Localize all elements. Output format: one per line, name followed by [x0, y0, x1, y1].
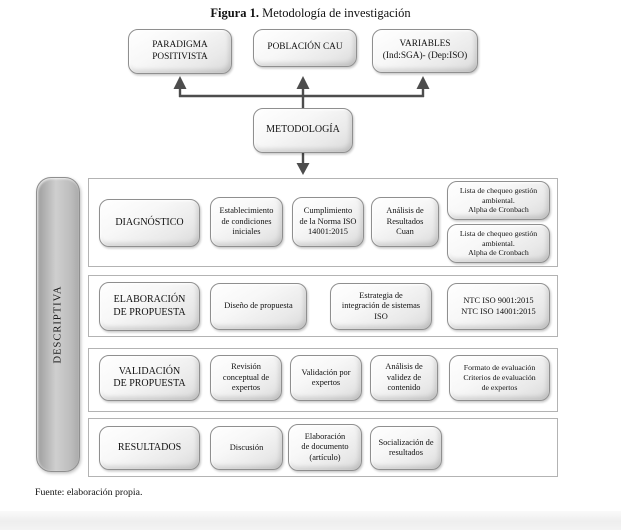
flow-box-diseno-propuesta: Diseño de propuesta [210, 283, 307, 330]
flow-box-lista-chequeo-1: Lista de chequeo gestión ambiental. Alph… [447, 181, 550, 220]
flow-box-cumplimiento: Cumplimiento de la Norma ISO 14001:2015 [292, 197, 364, 247]
flow-box-revision-conceptual: Revisión conceptual de expertos [210, 355, 282, 401]
figure-title-text: Metodología de investigación [258, 6, 411, 20]
figure-title: Figura 1. Metodología de investigación [0, 6, 621, 21]
flow-box-discusion: Discusión [210, 426, 283, 470]
flow-box-analisis-resultados: Análisis de Resultados Cuan [371, 197, 439, 247]
flow-box-analisis-validez: Análisis de validez de contenido [370, 355, 438, 401]
top-box-variables: VARIABLES (Ind:SGA)- (Dep:ISO) [372, 29, 478, 73]
flow-box-estrategia-integracion: Estrategia de integración de sistemas IS… [330, 283, 432, 330]
arrow-up-center-icon [296, 76, 310, 89]
arrow-up-right-icon [416, 76, 430, 89]
arrow-down-icon [296, 163, 310, 175]
flow-box-socializacion: Socialización de resultados [370, 426, 442, 470]
flow-box-validacion-expertos: Validación por expertos [290, 355, 362, 401]
flow-box-formato-evaluacion: Formato de evaluación Criterios de evalu… [449, 355, 550, 401]
figure-title-prefix: Figura 1. [210, 6, 259, 20]
page-edge-shadow [0, 511, 621, 530]
row-header-resultados: RESULTADOS [99, 426, 200, 470]
flow-box-ntc-iso: NTC ISO 9001:2015 NTC ISO 14001:2015 [447, 283, 550, 330]
metodologia-box: METODOLOGÍA [253, 108, 353, 153]
descriptiva-label: DESCRIPTIVA [52, 285, 64, 364]
flow-box-elaboracion-documento: Elaboración de documento (artículo) [288, 424, 362, 471]
flow-box-lista-chequeo-2: Lista de chequeo gestión ambiental. Alph… [447, 224, 550, 263]
top-box-poblacion-cau: POBLACIÓN CAU [253, 29, 357, 67]
source-note: Fuente: elaboración propia. [35, 487, 143, 498]
top-box-paradigma-positivista: PARADIGMA POSITIVISTA [128, 29, 232, 74]
flow-box-establecimiento: Establecimiento de condiciones iniciales [210, 197, 283, 247]
row-header-validacion: VALIDACIÓN DE PROPUESTA [99, 355, 200, 401]
row-header-elaboracion: ELABORACIÓN DE PROPUESTA [99, 282, 200, 331]
arrow-up-left-icon [173, 76, 187, 89]
descriptiva-box: DESCRIPTIVA [36, 177, 80, 472]
row-header-diagnostico: DIAGNÓSTICO [99, 199, 200, 247]
